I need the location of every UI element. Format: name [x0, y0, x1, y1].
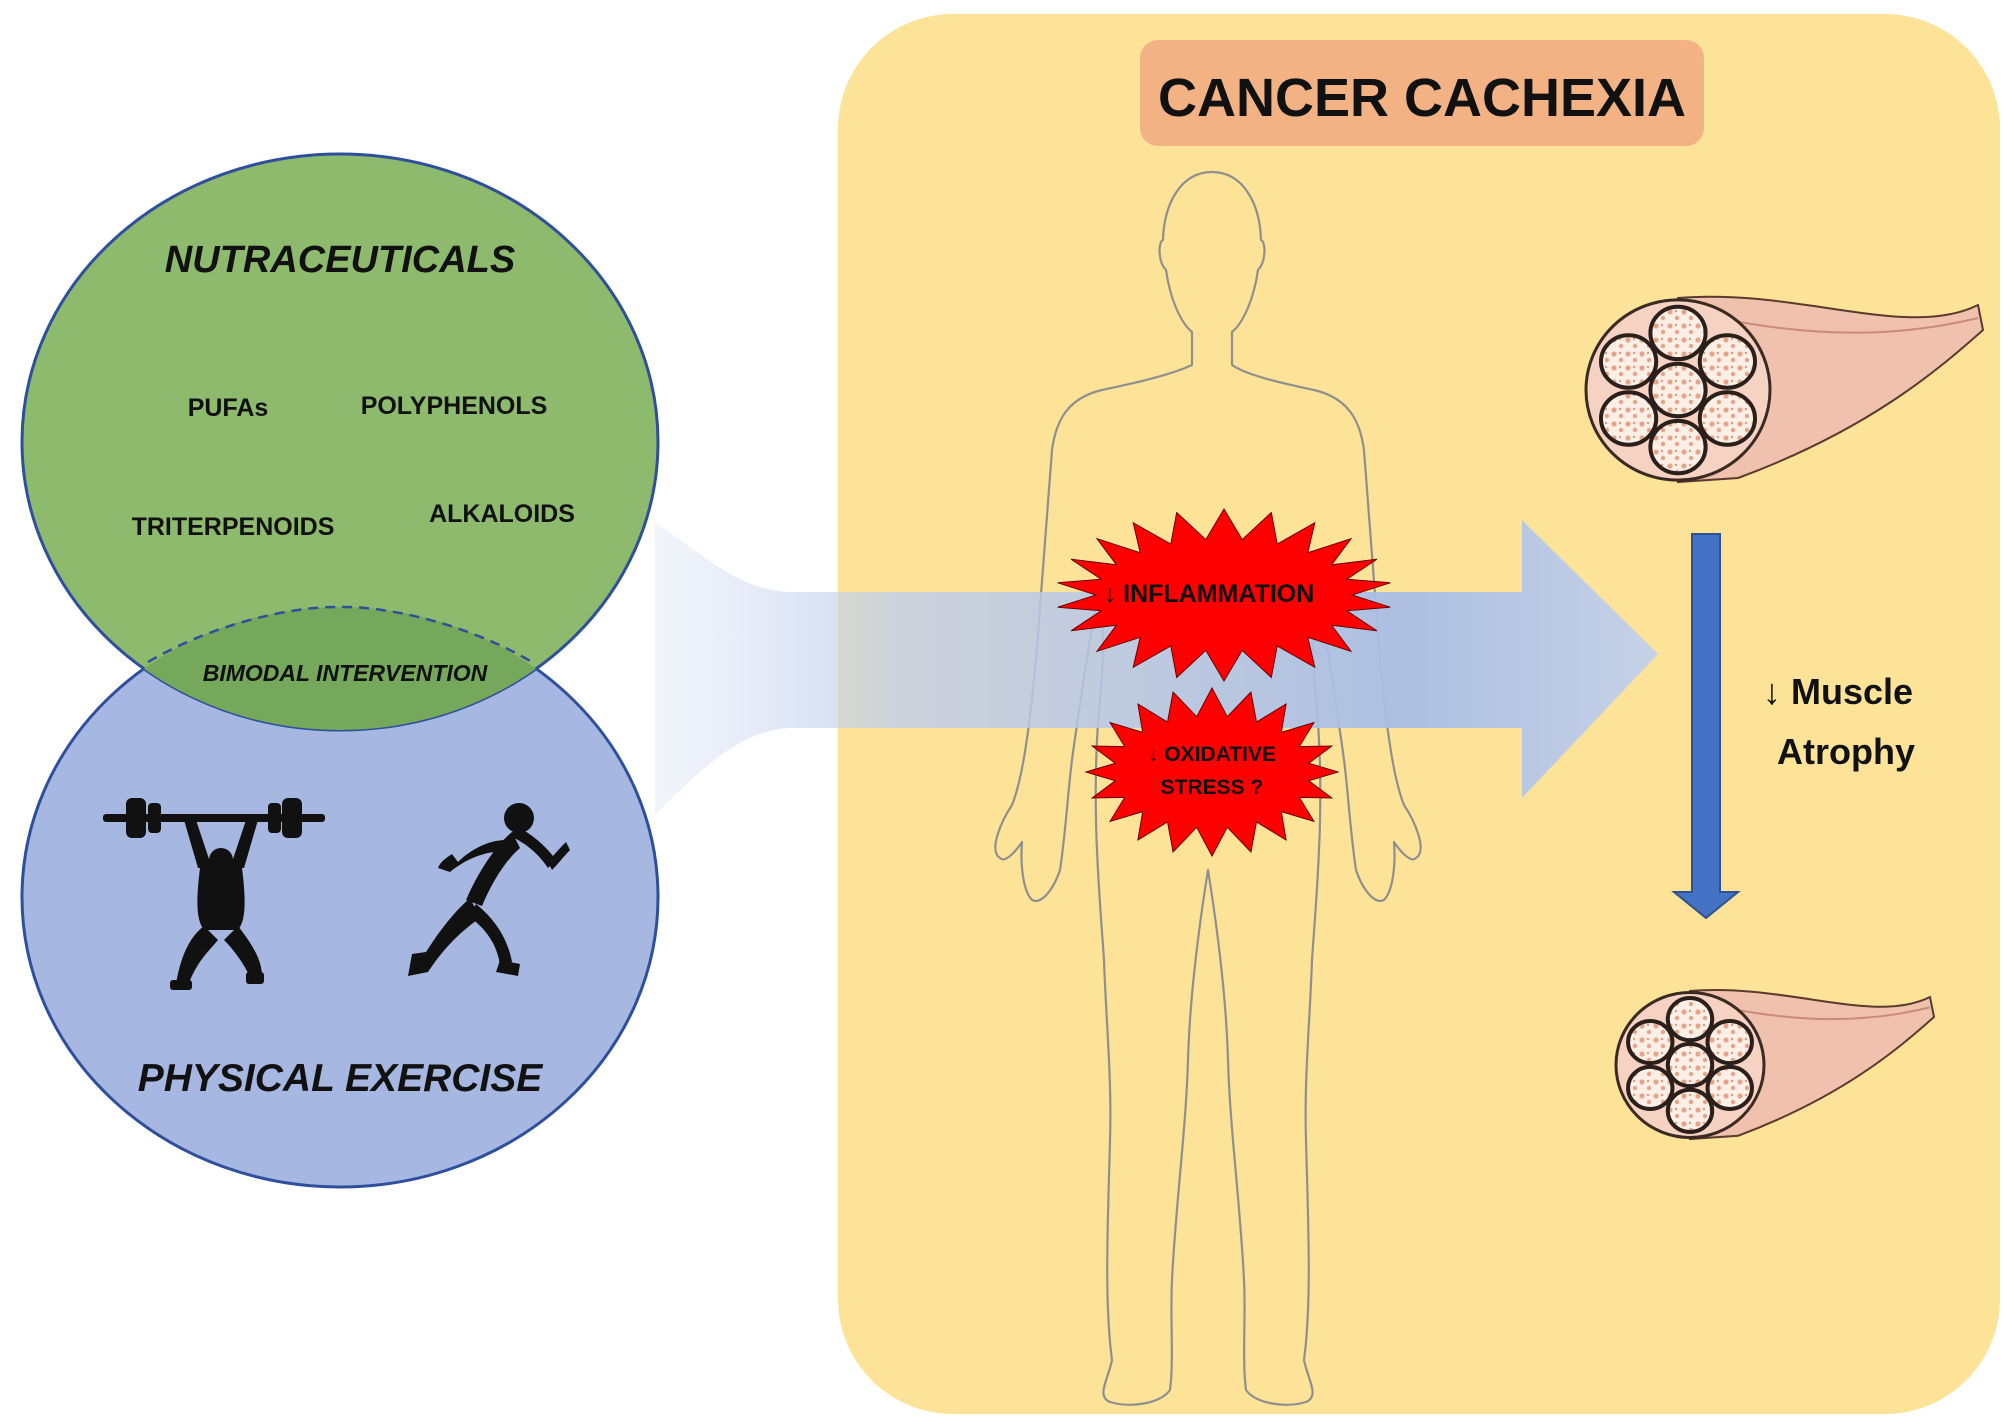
muscle-fascicle	[1648, 304, 1708, 362]
muscle-atrophy-label-line1: ↓ Muscle	[1763, 671, 1913, 712]
oxidative-stress-label-line1: ↓ OXIDATIVE	[1148, 743, 1276, 766]
oxidative-stress-burst: ↓ OXIDATIVE STRESS ?	[1084, 686, 1340, 858]
nutraceutical-item: PUFAs	[188, 394, 269, 422]
atrophied-muscle-bundle-icon	[1614, 989, 1936, 1141]
overlap-dashed-boundary	[147, 605, 533, 664]
muscle-fascicle	[1648, 418, 1708, 476]
nutraceutical-item: ALKALOIDS	[429, 500, 575, 528]
panel-title-box	[1140, 40, 1704, 146]
muscle-fascicle	[1648, 361, 1708, 419]
muscle-sheath-fold	[1721, 1006, 1931, 1021]
muscle-atrophy-label-line2: Atrophy	[1777, 731, 1915, 772]
human-body-outline	[994, 170, 1422, 1406]
sprinter-icon	[408, 803, 570, 976]
inflammation-burst: ↓ INFLAMMATION	[1057, 508, 1391, 682]
muscle-fascicle	[1697, 333, 1757, 390]
inflammation-label: ↓ INFLAMMATION	[1104, 580, 1315, 608]
muscle-fascicle	[1705, 1064, 1754, 1112]
muscle-fascicle	[1626, 1064, 1675, 1112]
muscle-fascicle	[1665, 1087, 1715, 1134]
muscle-fascicle	[1665, 1041, 1715, 1089]
nutraceutical-item: POLYPHENOLS	[361, 392, 548, 420]
nutraceuticals-title: NUTRACEUTICALS	[165, 239, 515, 281]
physical-exercise-title: PHYSICAL EXERCISE	[138, 1057, 544, 1100]
weightlifter-icon	[103, 798, 325, 990]
muscle-fascicle	[1665, 996, 1715, 1043]
muscle-fascicle	[1705, 1018, 1754, 1066]
oxidative-stress-label-line2: STRESS ?	[1161, 776, 1264, 799]
muscle-fascicle	[1626, 1018, 1675, 1066]
bimodal-intervention-label: BIMODAL INTERVENTION	[203, 660, 488, 686]
muscle-fascicle	[1599, 333, 1659, 390]
nutraceutical-item: TRITERPENOIDS	[132, 513, 335, 541]
muscle-fascicle	[1599, 390, 1659, 447]
intervention-flow-arrow	[655, 520, 1658, 815]
panel-title: CANCER CACHEXIA	[1158, 68, 1686, 128]
muscle-fascicle	[1697, 390, 1757, 447]
healthy-muscle-bundle-icon	[1584, 295, 1985, 484]
muscle-sheath-fold	[1717, 317, 1979, 334]
muscle-atrophy-arrow	[1671, 533, 1741, 920]
